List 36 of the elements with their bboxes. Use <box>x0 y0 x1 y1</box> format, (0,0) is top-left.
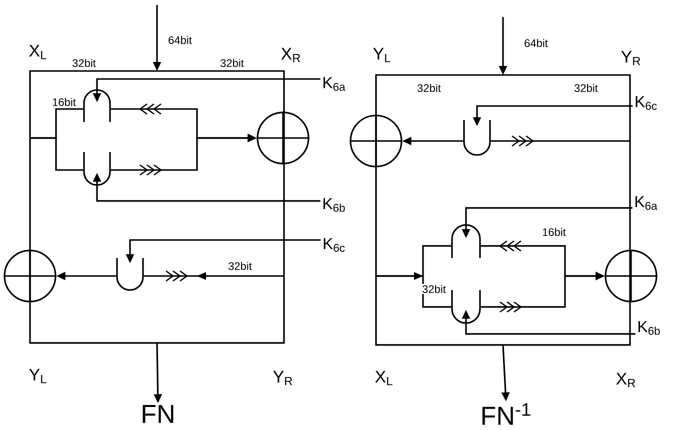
width-label: 16bit <box>542 228 566 236</box>
half-label: Y$_{L}$ <box>29 368 46 384</box>
width-label: 32bit <box>220 58 244 68</box>
adder-symbol <box>463 120 491 156</box>
half-label: Y$_{R}$ <box>273 370 292 386</box>
key-label: K$_{6c}$ <box>324 238 345 252</box>
width-label: 32bit <box>574 84 598 92</box>
output-label: FN$^{-1}$ <box>482 403 530 425</box>
half-label: Y$_{R}$ <box>621 50 640 66</box>
half-label: X$_{R}$ <box>616 372 636 388</box>
adder-symbol <box>83 152 111 186</box>
adder-symbol <box>451 224 481 258</box>
key-label: K$_{6a}$ <box>636 196 658 210</box>
xor-symbol <box>350 114 402 168</box>
adder-symbol <box>116 258 144 291</box>
half-label: X$_{L}$ <box>375 370 392 386</box>
half-label: Y$_{L}$ <box>373 48 390 62</box>
edge-label: 32bit <box>421 284 447 294</box>
xor-symbol <box>4 250 56 302</box>
adder-symbol <box>83 89 111 122</box>
width-label: 64bit <box>524 38 548 48</box>
width-label: 64bit <box>168 36 192 44</box>
width-label: 16bit <box>52 98 76 106</box>
output-label: FN <box>142 405 174 423</box>
key-label: K$_{6b}$ <box>324 198 345 212</box>
key-label: K$_{6c}$ <box>636 96 657 110</box>
edge-label: 32bit <box>227 260 253 272</box>
width-label: 32bit <box>72 58 96 68</box>
width-label: 32bit <box>418 84 441 92</box>
xor-symbol <box>256 112 310 164</box>
adder-symbol <box>451 290 481 324</box>
key-label: K$_{6a}$ <box>324 77 346 91</box>
key-label: K$_{6b}$ <box>638 321 660 335</box>
half-label: X$_{L}$ <box>29 44 46 60</box>
half-label: X$_{R}$ <box>281 48 300 62</box>
xor-symbol <box>604 250 658 302</box>
